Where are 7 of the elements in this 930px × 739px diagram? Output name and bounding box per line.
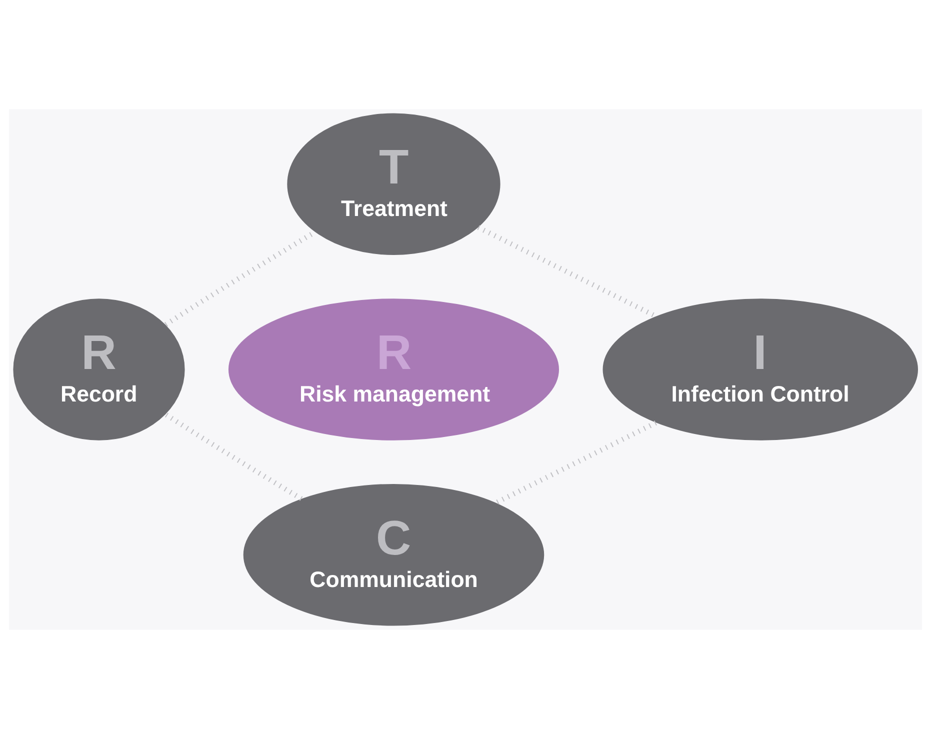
connector <box>164 412 302 501</box>
node-ellipse: C Communication <box>242 484 544 626</box>
connector <box>494 420 656 506</box>
connector <box>476 225 657 319</box>
node-ellipse: I Infection Control <box>602 298 918 440</box>
node-ellipse: T Treatment <box>286 113 500 256</box>
node-ellipse: R Record <box>12 298 184 440</box>
